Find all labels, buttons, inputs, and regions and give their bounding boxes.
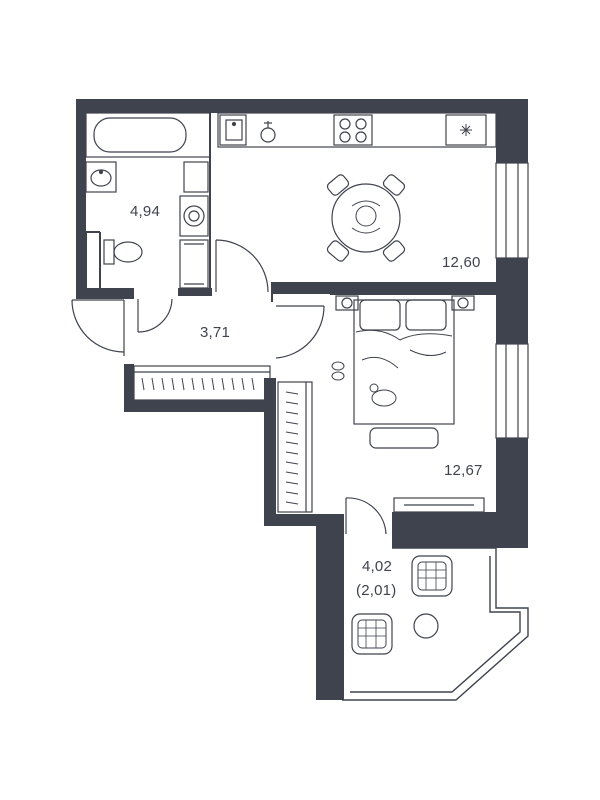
wall-right-mid bbox=[496, 258, 528, 344]
wall-top bbox=[76, 99, 528, 113]
nightstand-left-icon bbox=[335, 295, 359, 311]
wall-bedroom-left bbox=[264, 378, 276, 526]
doors bbox=[71, 239, 387, 535]
bed-icon bbox=[353, 299, 455, 425]
wall-right-upper bbox=[496, 99, 528, 163]
wall-balcony-left bbox=[316, 514, 344, 700]
balcony-outline bbox=[342, 547, 529, 701]
bedroom-wardrobe bbox=[277, 381, 313, 513]
room-area-bathroom: 4,94 bbox=[130, 203, 160, 220]
wall-bath-bottom-left bbox=[76, 288, 134, 299]
stove-icon bbox=[333, 114, 373, 146]
windows bbox=[495, 162, 529, 439]
wall-bath-bottom-right bbox=[178, 288, 212, 296]
cabinet-icon bbox=[179, 161, 209, 289]
room-area-bedroom: 12,67 bbox=[444, 462, 483, 479]
slippers-icon bbox=[331, 361, 345, 381]
bathtub-icon bbox=[85, 112, 211, 158]
kitchen-sink-icon bbox=[219, 114, 247, 146]
side-table-icon bbox=[413, 613, 439, 639]
room-area-kitchen-living: 12,60 bbox=[442, 254, 481, 271]
dining-table-icon bbox=[326, 174, 406, 262]
room-area-balcony: 4,02 bbox=[362, 558, 392, 575]
wall-bedroom-bottom bbox=[392, 512, 528, 548]
counter-icon bbox=[217, 112, 497, 148]
wall-left bbox=[76, 99, 86, 299]
sink-icon bbox=[85, 161, 117, 193]
toilet-icon bbox=[103, 239, 143, 265]
armchair-bottom-icon bbox=[351, 613, 393, 655]
dishwasher-icon bbox=[260, 121, 276, 143]
nightstand-right-icon bbox=[451, 295, 475, 311]
hall-wardrobe bbox=[133, 365, 271, 401]
dog-icon bbox=[369, 383, 397, 407]
walls bbox=[76, 99, 528, 700]
wall-kitchen-bottom bbox=[272, 282, 496, 294]
fridge-icon bbox=[445, 114, 487, 146]
armchair-top-icon bbox=[411, 555, 453, 597]
tv-console-icon bbox=[393, 497, 485, 513]
washing-machine-icon bbox=[179, 195, 209, 237]
wall-hall-bottom-left bbox=[124, 364, 134, 410]
room-area-balcony-reduced: (2,01) bbox=[356, 582, 397, 599]
bench-icon bbox=[369, 427, 439, 449]
room-area-hallway: 3,71 bbox=[200, 324, 230, 341]
wall-hall-bottom bbox=[124, 400, 276, 412]
